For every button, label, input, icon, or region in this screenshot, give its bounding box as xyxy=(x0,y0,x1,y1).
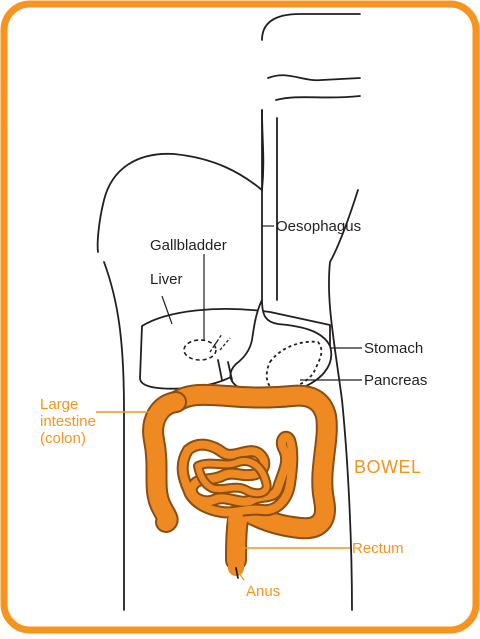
label-large-intestine-line3: (colon) xyxy=(40,430,86,447)
label-oesophagus: Oesophagus xyxy=(276,218,361,235)
label-gallbladder: Gallbladder xyxy=(150,237,227,254)
label-large-intestine-line2: intestine xyxy=(40,413,96,430)
label-pancreas: Pancreas xyxy=(364,372,427,389)
label-anus: Anus xyxy=(246,583,280,600)
label-large-intestine-line1: Large xyxy=(40,396,78,413)
rectum xyxy=(236,520,237,568)
label-liver: Liver xyxy=(150,271,183,288)
label-bowel: BOWEL xyxy=(354,457,422,477)
label-rectum: Rectum xyxy=(352,540,404,557)
label-stomach: Stomach xyxy=(364,340,423,357)
